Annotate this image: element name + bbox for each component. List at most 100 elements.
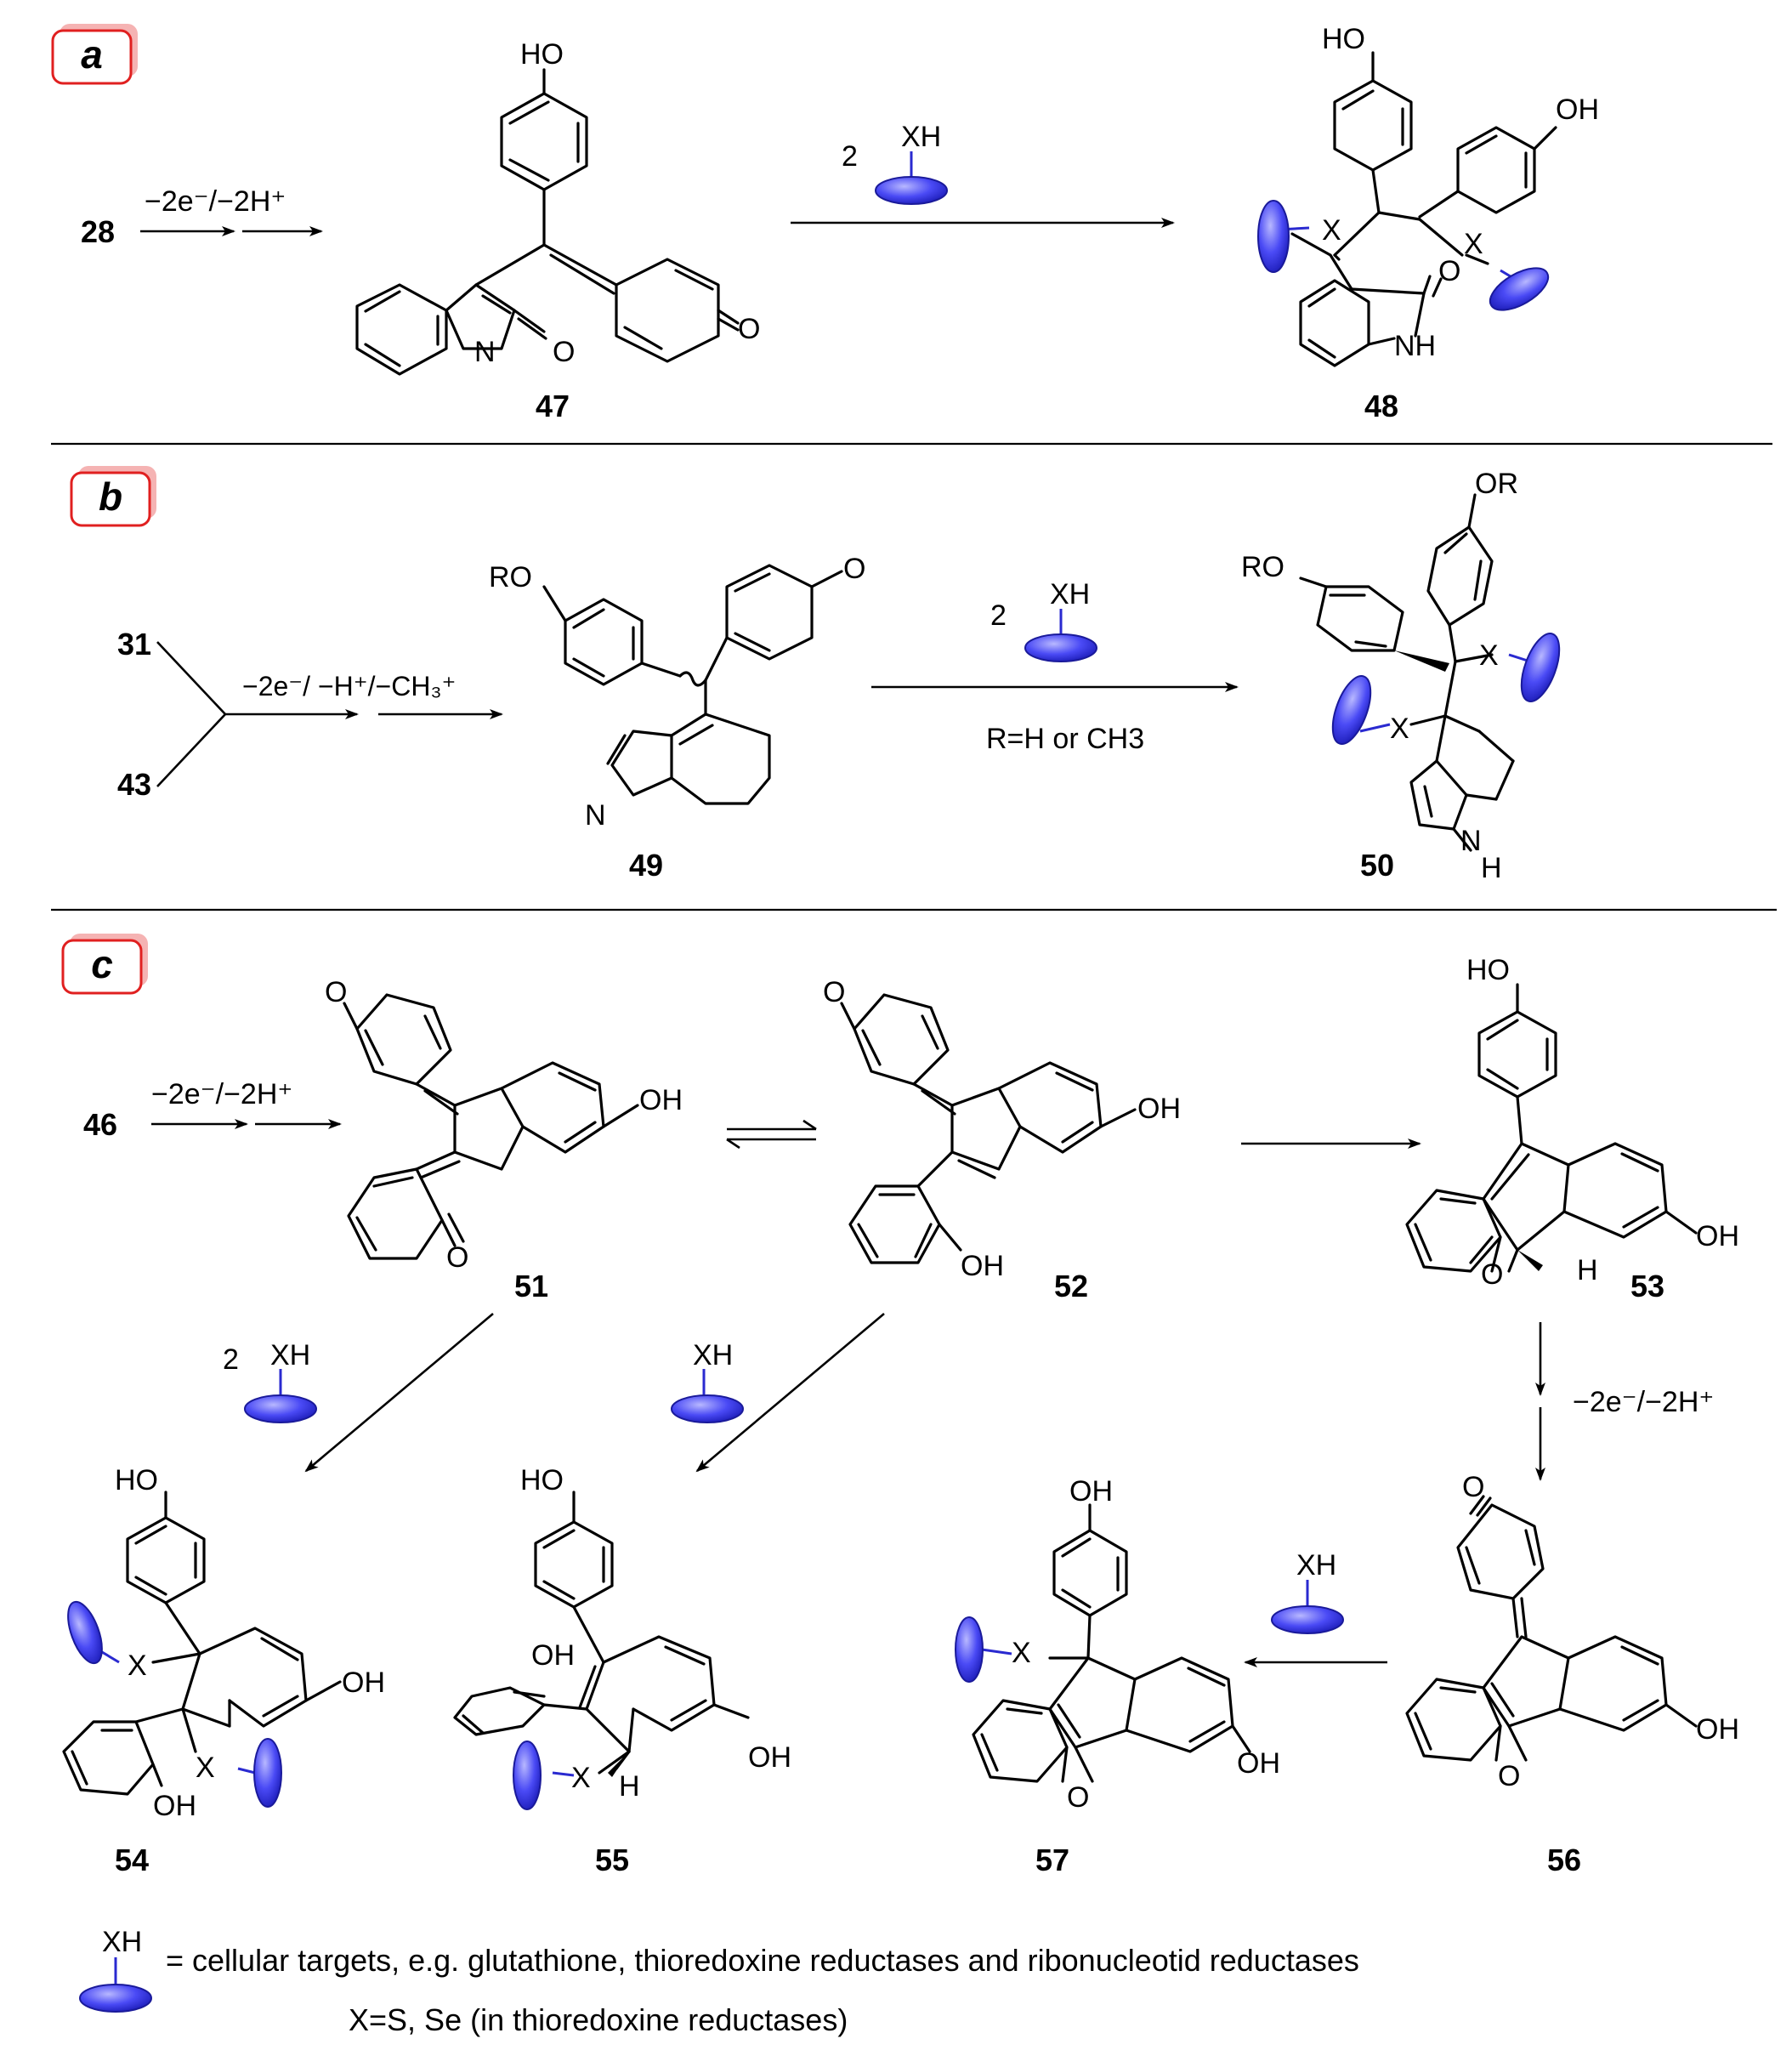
atom-nh-48: NH	[1394, 330, 1436, 362]
compound-48-structure	[1257, 51, 1557, 367]
compound-56-label: 56	[1547, 1843, 1581, 1877]
target-ellipse	[513, 1741, 542, 1810]
compound-54-structure	[62, 1491, 342, 1808]
atom-x-54b: X	[196, 1752, 215, 1784]
atom-o-quinone-47: O	[738, 313, 760, 345]
svg-text:2: 2	[223, 1343, 239, 1376]
atom-oh-57a: OH	[1069, 1475, 1113, 1508]
legend-line-1: = cellular targets, e.g. glutathione, th…	[166, 1943, 1359, 1978]
atom-o-56a: O	[1462, 1471, 1484, 1503]
atom-oh-56: OH	[1696, 1713, 1739, 1746]
compound-55-label: 55	[595, 1843, 629, 1877]
atom-oh-55a: OH	[531, 1639, 575, 1672]
panel-c: c 46 −2e⁻/−2H⁺ O OH O	[61, 934, 1739, 1877]
arrow-52-to-55	[695, 1313, 885, 1473]
compound-47-structure	[355, 68, 740, 376]
svg-text:XH: XH	[693, 1339, 733, 1371]
compound-47-label: 47	[536, 389, 570, 423]
svg-text:XH: XH	[270, 1339, 310, 1371]
merge-line-31	[156, 641, 226, 715]
atom-x-48b: X	[1464, 228, 1483, 260]
compound-31-label: 31	[117, 627, 151, 662]
atom-x-50b: X	[1390, 713, 1409, 745]
atom-o-51b: O	[446, 1241, 468, 1274]
atom-o-52: O	[823, 976, 845, 1008]
atom-ho-47: HO	[520, 38, 564, 71]
compound-52-structure	[840, 993, 1137, 1264]
panel-a-condition-1: −2e⁻/−2H⁺	[145, 185, 286, 218]
compound-49-label: 49	[629, 848, 663, 883]
atom-o-56b: O	[1498, 1760, 1520, 1792]
panel-b-condition-r: R=H or CH3	[986, 723, 1144, 755]
target-ellipse	[1520, 633, 1561, 702]
panel-a-label: a	[81, 32, 103, 77]
atom-oh-57b: OH	[1237, 1747, 1280, 1780]
atom-oh-52a: OH	[1137, 1093, 1181, 1125]
compound-48-label: 48	[1364, 389, 1398, 423]
atom-or-50: OR	[1475, 468, 1518, 500]
legend-line-2: X=S, Se (in thioredoxine reductases)	[349, 2002, 848, 2037]
atom-ro-50: RO	[1241, 551, 1284, 583]
compound-49-structure	[542, 564, 843, 805]
atom-ho-53: HO	[1466, 954, 1510, 986]
atom-o-lactam-47: O	[553, 336, 575, 368]
atom-h-55: H	[619, 1770, 640, 1803]
atom-ho-55: HO	[520, 1464, 564, 1496]
atom-o-57: O	[1067, 1781, 1089, 1814]
target-ellipse	[244, 1394, 317, 1423]
compound-57-structure	[955, 1503, 1251, 1783]
panel-b: b 31 43 −2e⁻/ −H⁺/−CH₃⁺	[70, 466, 1561, 884]
svg-text:XH: XH	[1050, 578, 1090, 610]
panel-a: a 28 −2e⁻/−2H⁺	[51, 23, 1599, 423]
compound-46-label: 46	[83, 1107, 117, 1142]
svg-text:XH: XH	[1296, 1549, 1336, 1582]
panel-c-tag: c	[61, 934, 148, 995]
target-ellipse	[671, 1394, 744, 1423]
panel-c-condition-2: −2e⁻/−2H⁺	[1573, 1386, 1714, 1418]
atom-ho-48: HO	[1322, 23, 1365, 55]
legend-xh-label: XH	[102, 1926, 142, 1958]
compound-52-label: 52	[1054, 1269, 1088, 1303]
reagent-xh-52-to-55: XH	[671, 1339, 744, 1423]
legend: XH = cellular targets, e.g. glutathione,…	[79, 1926, 1359, 2037]
compound-53-structure	[1405, 983, 1698, 1273]
target-ellipse	[67, 1600, 103, 1665]
atom-oh-51: OH	[639, 1084, 683, 1116]
atom-ho-54: HO	[115, 1464, 158, 1496]
merge-line-43	[156, 713, 226, 787]
atom-x-48a: X	[1322, 214, 1341, 247]
atom-o-49: O	[843, 553, 865, 585]
panel-b-condition-1: −2e⁻/ −H⁺/−CH₃⁺	[242, 671, 456, 701]
atom-oh-55b: OH	[748, 1741, 791, 1774]
equilibrium-arrows-51-52	[726, 1119, 817, 1150]
reagent-xh-panel-a: 2 XH	[842, 121, 948, 205]
panel-c-condition-1: −2e⁻/−2H⁺	[151, 1078, 292, 1110]
compound-43-label: 43	[117, 767, 151, 802]
atom-h-50: H	[1481, 852, 1502, 884]
compound-56-structure	[1405, 1495, 1698, 1762]
atom-ro-49: RO	[489, 561, 532, 593]
target-ellipse	[955, 1616, 984, 1683]
reagent-xh-51-to-54: 2 XH	[223, 1339, 317, 1423]
arrow-51-to-54	[304, 1313, 494, 1473]
atom-oh-52b: OH	[961, 1250, 1004, 1282]
panel-b-tag: b	[70, 466, 156, 527]
svg-text:2: 2	[842, 140, 858, 173]
atom-x-57: X	[1012, 1637, 1031, 1669]
atom-n-47: N	[474, 336, 496, 368]
atom-x-54a: X	[128, 1650, 147, 1682]
reagent-xh-56-to-57: XH	[1271, 1549, 1344, 1634]
atom-oh-54b: OH	[153, 1790, 196, 1822]
atom-oh-54a: OH	[342, 1667, 385, 1699]
compound-50-label: 50	[1360, 848, 1394, 883]
atom-n-50: N	[1460, 825, 1482, 857]
atom-oh-53: OH	[1696, 1220, 1739, 1252]
svg-text:XH: XH	[901, 121, 941, 153]
atom-o-48: O	[1438, 255, 1460, 287]
atom-oh-48: OH	[1556, 94, 1599, 126]
atom-n-49: N	[585, 799, 606, 832]
reagent-xh-panel-b: 2 XH	[990, 578, 1097, 662]
target-ellipse	[1489, 267, 1550, 311]
